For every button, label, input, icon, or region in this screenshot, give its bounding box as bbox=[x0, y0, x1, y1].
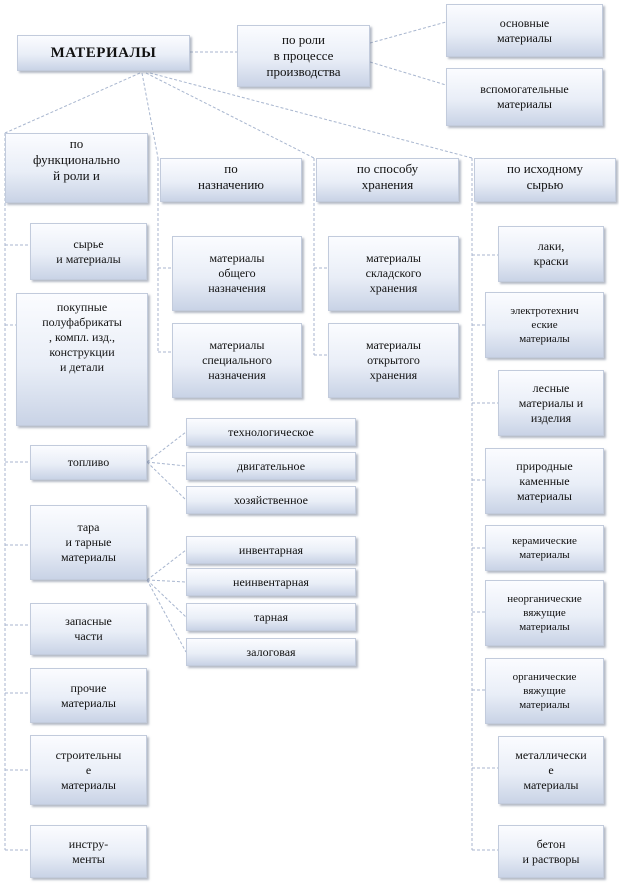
purpose-item-label: материалы общего назначения bbox=[208, 251, 266, 295]
role-main-node: основные материалы bbox=[446, 4, 603, 57]
storage-item-label: материалы открытого хранения bbox=[365, 338, 421, 382]
column-header-raw-material-label: по исходному сырью bbox=[507, 161, 583, 192]
raw-item-concrete: бетон и растворы bbox=[498, 825, 604, 878]
function-item-label: прочие материалы bbox=[60, 680, 116, 710]
column-header-purpose: по назначению bbox=[160, 158, 302, 202]
container-type-packing: тарная bbox=[186, 603, 356, 631]
column-header-function: по функционально й роли и bbox=[5, 133, 148, 203]
raw-item-stone: природные каменные материалы bbox=[485, 448, 604, 514]
role-aux-label: вспомогательные материалы bbox=[480, 82, 569, 111]
raw-item-label: лесные материалы и изделия bbox=[518, 380, 584, 425]
root-label: МАТЕРИАЛЫ bbox=[50, 45, 157, 61]
role-main-label: основные материалы bbox=[496, 15, 552, 45]
purpose-item-special: материалы специального назначения bbox=[172, 323, 302, 398]
container-type-label: неинвентарная bbox=[233, 574, 309, 589]
purpose-item-general: материалы общего назначения bbox=[172, 236, 302, 311]
function-item-tools: инстру- менты bbox=[30, 825, 147, 878]
role-aux-node: вспомогательные материалы bbox=[446, 68, 603, 126]
column-header-purpose-label: по назначению bbox=[197, 161, 264, 192]
column-header-storage-label: по способу хранения bbox=[356, 161, 419, 192]
fuel-type-label: хозяйственное bbox=[233, 492, 309, 507]
raw-item-label: бетон и растворы bbox=[522, 836, 580, 866]
raw-item-label: керамические материалы bbox=[512, 535, 577, 561]
raw-item-label: лаки, краски bbox=[533, 239, 569, 268]
role-node: по роли в процессе производства bbox=[237, 25, 370, 87]
raw-item-metal: металлически е материалы bbox=[498, 736, 604, 804]
function-item-container: тара и тарные материалы bbox=[30, 505, 147, 580]
root-node: МАТЕРИАЛЫ bbox=[17, 35, 190, 71]
function-item-label: сырье и материалы bbox=[56, 236, 121, 266]
raw-item-label: неорганические вяжущие материалы bbox=[507, 593, 582, 633]
container-type-non-inventory: неинвентарная bbox=[186, 568, 356, 596]
function-item-label: покупные полуфабрикаты , компл. изд., ко… bbox=[42, 300, 122, 374]
container-type-deposit: залоговая bbox=[186, 638, 356, 666]
storage-item-open: материалы открытого хранения bbox=[328, 323, 459, 398]
storage-item-label: материалы складского хранения bbox=[365, 251, 422, 295]
function-item-spare-parts: запасные части bbox=[30, 603, 147, 655]
function-item-label: строительны е материалы bbox=[55, 747, 122, 792]
raw-item-paints: лаки, краски bbox=[498, 226, 604, 282]
purpose-item-label: материалы специального назначения bbox=[202, 338, 272, 382]
function-item-label: тара и тарные материалы bbox=[60, 520, 116, 564]
function-item-construction: строительны е материалы bbox=[30, 735, 147, 805]
raw-item-label: природные каменные материалы bbox=[516, 458, 573, 503]
container-type-label: инвентарная bbox=[238, 542, 304, 557]
function-item-other: прочие материалы bbox=[30, 668, 147, 723]
raw-item-inorganic-binders: неорганические вяжущие материалы bbox=[485, 580, 604, 646]
raw-item-electrical: электротехнич еские материалы bbox=[485, 292, 604, 358]
container-type-inventory: инвентарная bbox=[186, 536, 356, 564]
function-item-label: запасные части bbox=[65, 614, 112, 643]
column-header-raw-material: по исходному сырью bbox=[474, 158, 616, 202]
column-header-function-label: по функционально й роли и bbox=[32, 136, 120, 183]
raw-item-wood: лесные материалы и изделия bbox=[498, 370, 604, 436]
raw-item-label: органические вяжущие материалы bbox=[512, 671, 577, 711]
function-item-semifinished: покупные полуфабрикаты , компл. изд., ко… bbox=[16, 293, 148, 426]
fuel-type-technological: технологическое bbox=[186, 418, 356, 446]
fuel-type-label: двигательное bbox=[236, 458, 306, 473]
function-item-fuel: топливо bbox=[30, 445, 147, 480]
fuel-type-label: технологическое bbox=[228, 424, 314, 439]
container-type-label: тарная bbox=[254, 609, 288, 624]
raw-item-label: электротехнич еские материалы bbox=[510, 305, 579, 345]
column-header-storage: по способу хранения bbox=[316, 158, 459, 202]
storage-item-warehouse: материалы складского хранения bbox=[328, 236, 459, 311]
function-item-label: топливо bbox=[67, 455, 110, 469]
function-item-label: инстру- менты bbox=[68, 836, 109, 866]
fuel-type-household: хозяйственное bbox=[186, 486, 356, 514]
fuel-type-motor: двигательное bbox=[186, 452, 356, 480]
function-item-raw: сырье и материалы bbox=[30, 223, 147, 280]
raw-item-label: металлически е материалы bbox=[515, 747, 587, 792]
container-type-label: залоговая bbox=[246, 644, 296, 659]
role-label: по роли в процессе производства bbox=[266, 32, 341, 79]
raw-item-ceramic: керамические материалы bbox=[485, 525, 604, 571]
raw-item-organic-binders: органические вяжущие материалы bbox=[485, 658, 604, 724]
